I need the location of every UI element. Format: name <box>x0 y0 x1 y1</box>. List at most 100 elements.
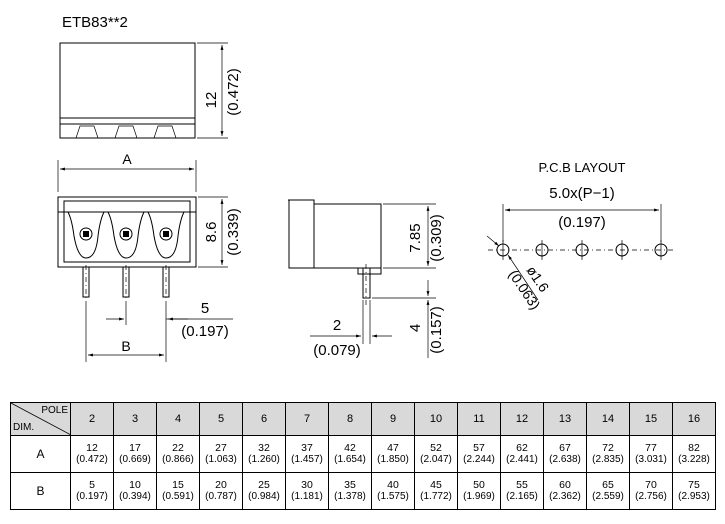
dim-cell: 10(0.394) <box>113 472 157 510</box>
dim-cell-inch: (3.031) <box>635 454 667 465</box>
corner-diagonal <box>11 403 70 435</box>
dim-cell-mm: 17 <box>129 442 141 454</box>
dim-cell-mm: 40 <box>387 479 399 491</box>
dim-cell: 77(3.031) <box>629 435 673 473</box>
dim-cell-inch: (0.787) <box>205 491 237 502</box>
dim-cell-inch: (2.441) <box>506 454 538 465</box>
dim-cell: 75(2.953) <box>672 472 716 510</box>
part-number: ETB83**2 <box>62 14 128 31</box>
dim-cell-mm: 35 <box>344 479 356 491</box>
dim-cell: 20(0.787) <box>199 472 243 510</box>
dim-cell-mm: 62 <box>516 442 528 454</box>
pole-header-9: 9 <box>371 402 415 436</box>
top-height-mm: 12 <box>203 92 220 109</box>
dim-cell-inch: (1.969) <box>463 491 495 502</box>
dim-cell-inch: (2.756) <box>635 491 667 502</box>
dim-cell-mm: 20 <box>215 479 227 491</box>
front-height-in: (0.339) <box>225 208 242 256</box>
dim-cell-mm: 50 <box>473 479 485 491</box>
dim-cell: 27(1.063) <box>199 435 243 473</box>
dim-cell-inch: (1.378) <box>334 491 366 502</box>
dim-cell-mm: 5 <box>89 479 95 491</box>
dim-cell-inch: (2.244) <box>463 454 495 465</box>
dim-cell: 70(2.756) <box>629 472 673 510</box>
dim-cell: 40(1.575) <box>371 472 415 510</box>
dim-cell: 50(1.969) <box>457 472 501 510</box>
dim-cell: 42(1.654) <box>328 435 372 473</box>
dim-cell-mm: 27 <box>215 442 227 454</box>
pcb-pitch-in: (0.197) <box>558 214 606 231</box>
side-view: 7.85 (0.309) 4 (0.157) 2 (0.079) <box>288 199 445 359</box>
dim-cell-inch: (2.638) <box>549 454 581 465</box>
pole-header-15: 15 <box>629 402 673 436</box>
dim-cell-inch: (1.850) <box>377 454 409 465</box>
pole-header-13: 13 <box>543 402 587 436</box>
row-label-b: B <box>10 472 71 510</box>
dim-cell-mm: 10 <box>129 479 141 491</box>
dim-cell: 22(0.866) <box>156 435 200 473</box>
table-row: B 5(0.197)10(0.394)15(0.591)20(0.787)25(… <box>10 472 716 510</box>
pcb-hole-3 <box>575 240 589 260</box>
table-corner-cell: POLE DIM. <box>10 402 71 436</box>
side-pin-length-in: (0.157) <box>428 306 445 354</box>
front-height-mm: 8.6 <box>203 222 220 243</box>
dim-cell: 82(3.228) <box>672 435 716 473</box>
dim-cell-inch: (2.953) <box>678 491 710 502</box>
dim-cell: 47(1.850) <box>371 435 415 473</box>
dim-cell-inch: (0.394) <box>119 491 151 502</box>
pole-header-11: 11 <box>457 402 501 436</box>
dim-cell-inch: (1.575) <box>377 491 409 502</box>
dim-cell-mm: 52 <box>430 442 442 454</box>
row-label-a: A <box>10 435 71 473</box>
pcb-title: P.C.B LAYOUT <box>539 160 626 175</box>
dim-cell-inch: (1.260) <box>248 454 280 465</box>
pin-span-label: B <box>121 338 130 354</box>
side-pin-offset-mm: 2 <box>333 317 341 334</box>
pins-front <box>82 265 170 305</box>
table-row: A 12(0.472) 17(0.669) 22(0.866)27(1.063) 32… <box>10 435 716 473</box>
dim-cell-inch: (0.197) <box>76 491 108 502</box>
dim-cell-mm: 32 <box>258 442 270 454</box>
dim-cell: 45(1.772) <box>414 472 458 510</box>
dim-cell-mm: 67 <box>559 442 571 454</box>
dim-cell: 5(0.197) <box>70 472 114 510</box>
side-height-mm: 7.85 <box>407 223 424 252</box>
dim-cell-inch: (2.362) <box>549 491 581 502</box>
dim-cell-mm: 65 <box>602 479 614 491</box>
dim-cell-mm: 60 <box>559 479 571 491</box>
dim-cell: 15(0.591) <box>156 472 200 510</box>
pcb-hole-4 <box>615 240 629 260</box>
dim-cell: 52(2.047) <box>414 435 458 473</box>
dim-cell-inch: (2.835) <box>592 454 624 465</box>
pole-header-8: 8 <box>328 402 372 436</box>
corner-pole-label: POLE <box>41 405 68 416</box>
pole-header-12: 12 <box>500 402 544 436</box>
front-width-label: A <box>122 151 132 167</box>
dim-cell-mm: 22 <box>172 442 184 454</box>
pole-header-6: 6 <box>242 402 286 436</box>
dim-cell-mm: 15 <box>172 479 184 491</box>
pcb-hole-1 <box>496 240 510 260</box>
dim-cell: 65(2.559) <box>586 472 630 510</box>
dim-cell-mm: 75 <box>688 479 700 491</box>
dim-cell-mm: 45 <box>430 479 442 491</box>
pole-header-14: 14 <box>586 402 630 436</box>
dim-cell-inch: (0.669) <box>119 454 151 465</box>
dim-cell-inch: (1.181) <box>291 491 323 502</box>
dim-cell-inch: (1.654) <box>334 454 366 465</box>
dim-cell-inch: (1.457) <box>291 454 323 465</box>
dim-cell: 12(0.472) <box>70 435 114 473</box>
dim-cell: 57(2.244) <box>457 435 501 473</box>
dim-cell-inch: (0.984) <box>248 491 280 502</box>
dim-cell-inch: (0.472) <box>76 454 108 465</box>
dim-cell: 60(2.362) <box>543 472 587 510</box>
dim-cell-mm: 37 <box>301 442 313 454</box>
dim-cell-mm: 47 <box>387 442 399 454</box>
dim-cell: 37(1.457) <box>285 435 329 473</box>
dim-cell-inch: (3.228) <box>678 454 710 465</box>
front-view: A <box>57 151 242 362</box>
pcb-span-formula: 5.0x(P−1) <box>549 185 614 202</box>
dim-cell-mm: 30 <box>301 479 313 491</box>
dim-cell-mm: 12 <box>86 442 98 454</box>
